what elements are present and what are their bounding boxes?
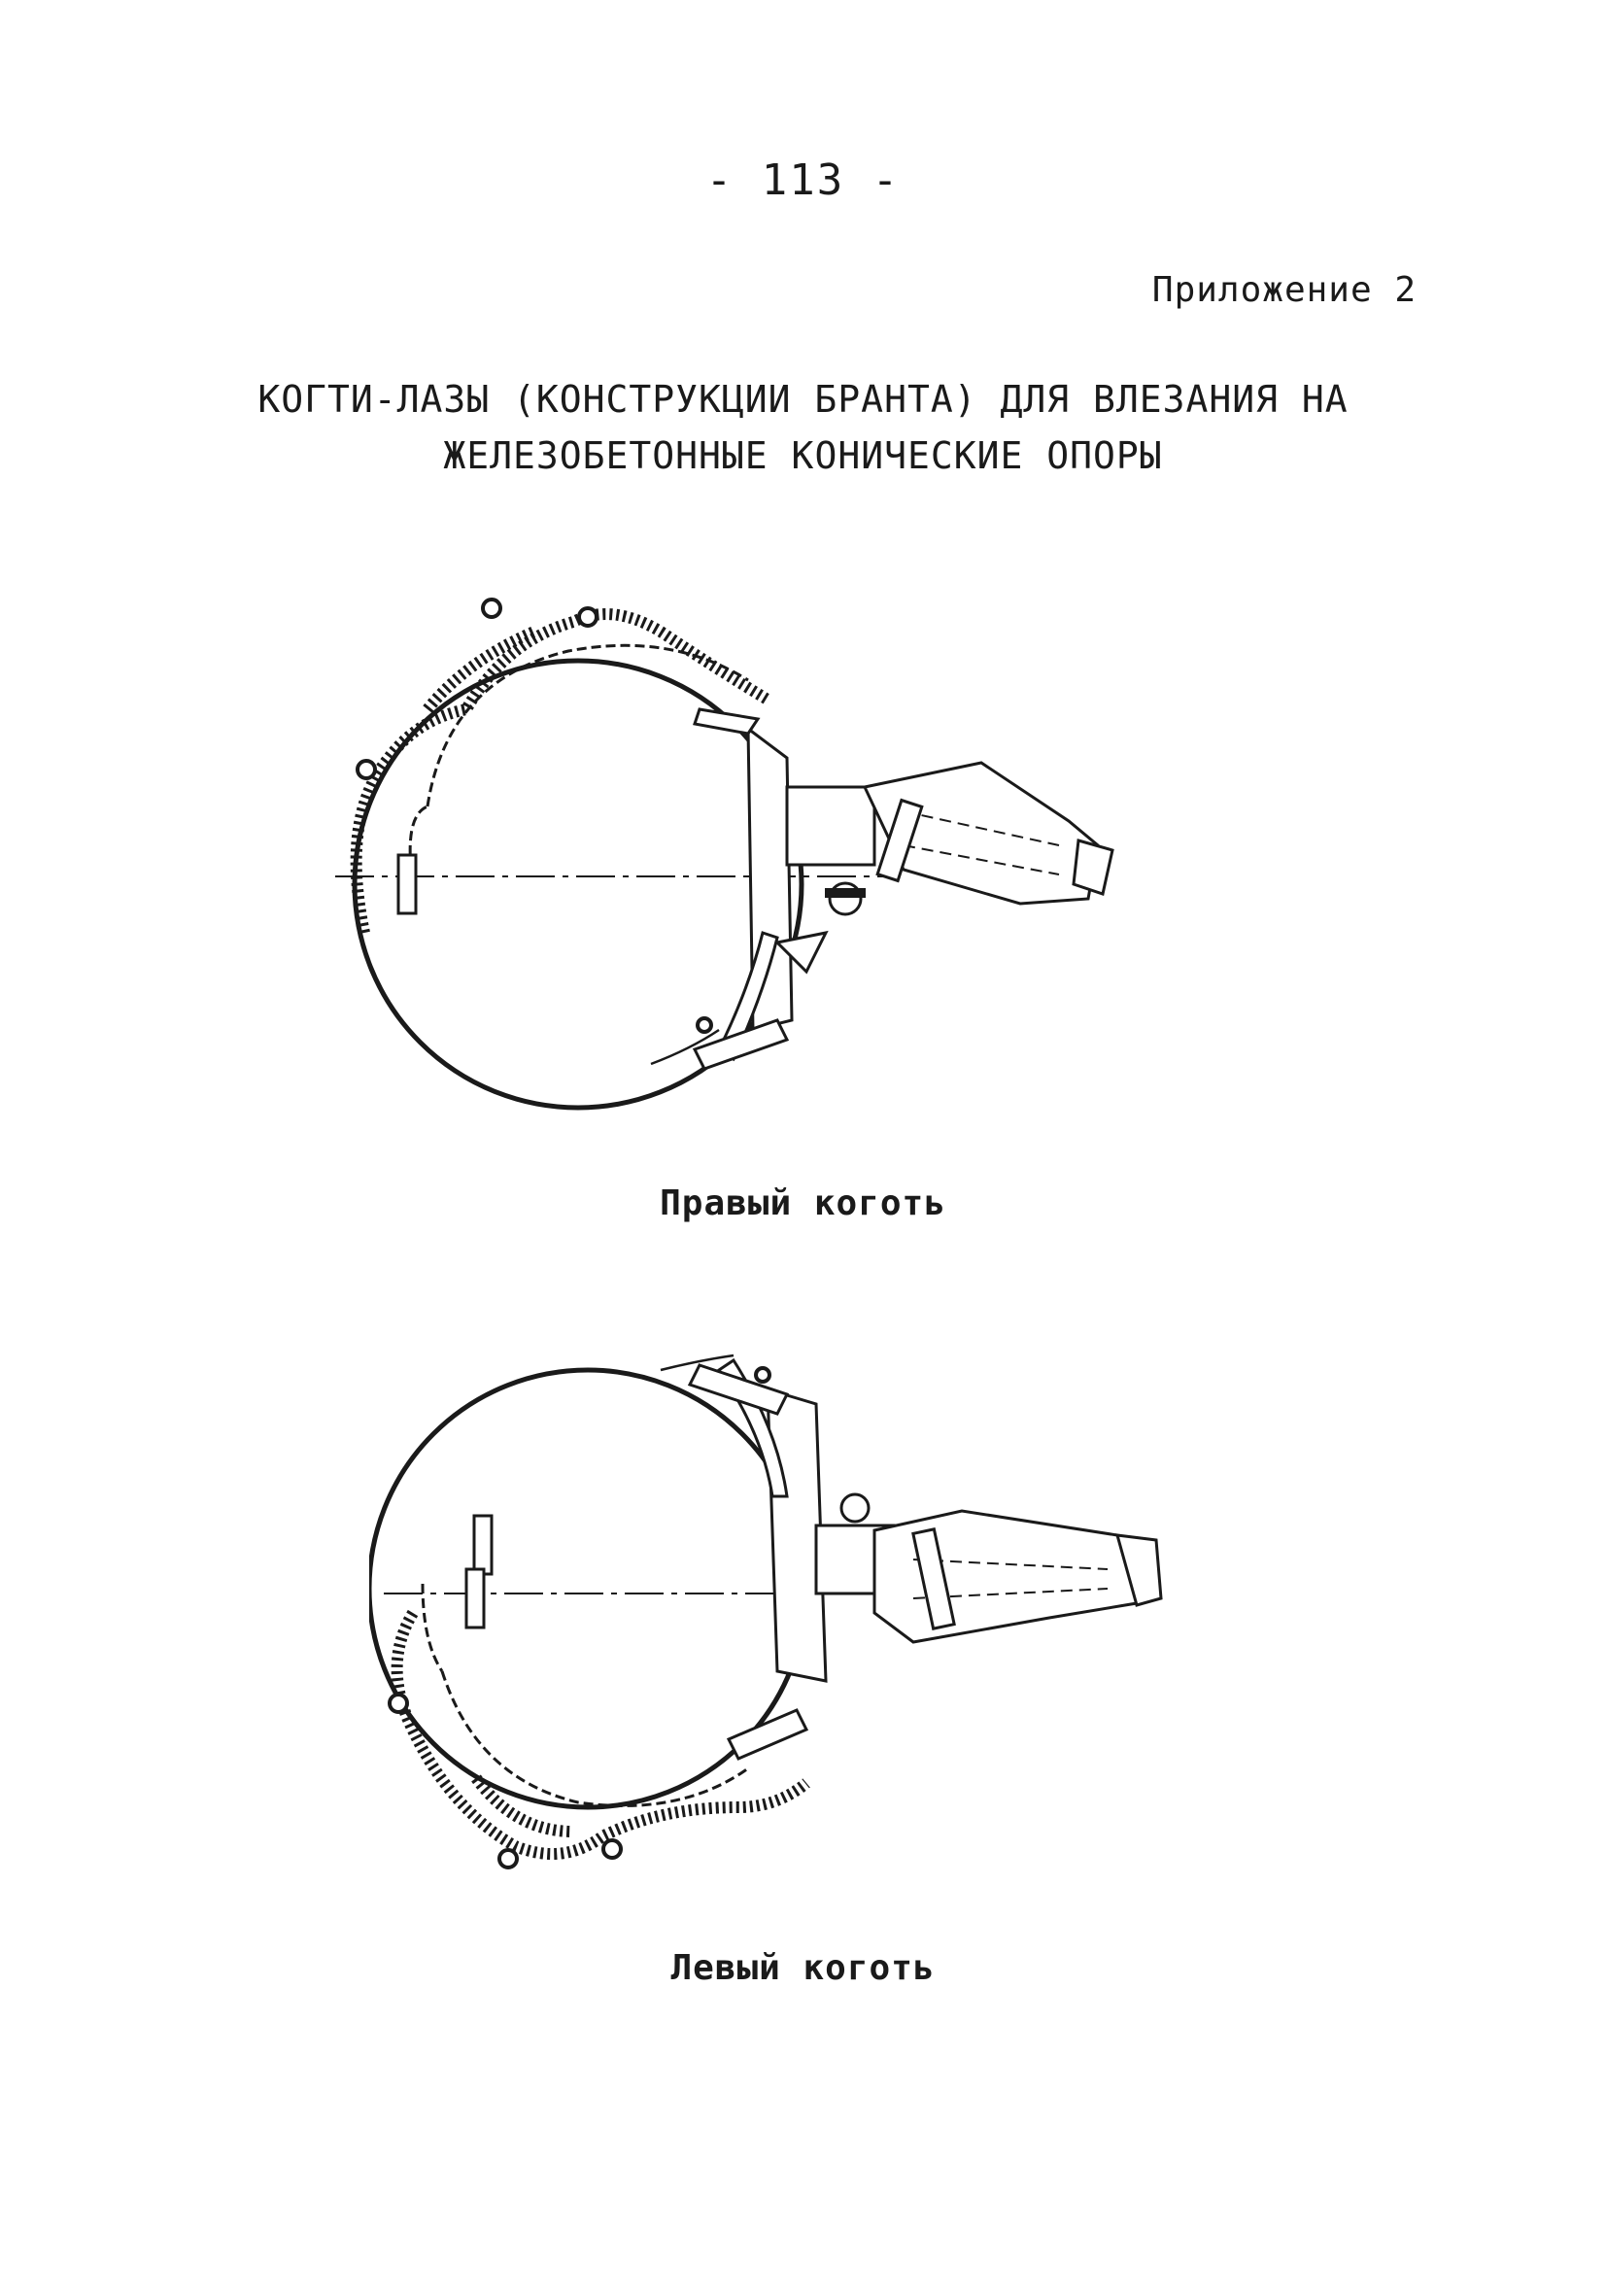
title-line-2: ЖЕЛЕЗОБЕТОННЫЕ КОНИЧЕСКИЕ ОПОРЫ (443, 434, 1163, 477)
bolt-head-2 (839, 1492, 871, 1524)
foot-end-2 (1114, 1533, 1163, 1607)
spring-upper (472, 1514, 494, 1576)
foot-tube-center-4 (912, 1588, 1109, 1599)
ring-left (356, 759, 377, 780)
spring-left (396, 853, 418, 915)
frame-plate-2 (766, 1387, 828, 1683)
foot-tube-center-3 (912, 1559, 1109, 1570)
rope-end-2 (660, 1354, 735, 1372)
chain-left (408, 805, 428, 885)
ring-upper-2 (754, 1366, 771, 1384)
ring-left-2 (388, 1693, 409, 1714)
right-claw-drawing (335, 598, 1114, 1111)
ring-lower (696, 1016, 713, 1034)
foot-tube-2 (872, 1509, 1148, 1644)
lower-prong-2 (726, 1708, 809, 1761)
ring-top-right (577, 606, 598, 628)
rope-end (650, 1028, 720, 1066)
chain-lower (440, 1670, 749, 1807)
ring-top-left (481, 598, 502, 619)
lower-shoe (717, 931, 779, 1062)
foot-end (1072, 839, 1114, 896)
left-claw-figure (369, 1351, 1321, 1914)
left-claw-caption: Левый коготь (670, 1948, 936, 1988)
chain-left-2 (421, 1583, 444, 1672)
foot-clamp-2 (911, 1527, 956, 1630)
spring-axis (464, 1567, 486, 1629)
outer-strap-2 (391, 1609, 810, 1860)
inner-strap (423, 626, 537, 713)
bolt-head (828, 881, 863, 916)
foot-clamp (875, 798, 924, 883)
foot-tube-center (903, 810, 1060, 846)
ring-bottom-left (497, 1848, 519, 1869)
lower-prong (692, 1018, 790, 1071)
document-title: КОГТИ-ЛАЗЫ (КОНСТРУКЦИИ БРАНТА) ДЛЯ ВЛЕЗ… (0, 371, 1606, 484)
right-claw-figure (321, 564, 1273, 1147)
bolt-housing (785, 785, 876, 867)
inner-strap-2 (471, 1774, 574, 1837)
title-line-1: КОГТИ-ЛАЗЫ (КОНСТРУКЦИИ БРАНТА) ДЛЯ ВЛЕЗ… (257, 378, 1349, 421)
bolt-bar (825, 888, 866, 898)
left-claw-drawing (369, 1354, 1163, 1869)
page-number: - 113 - (705, 155, 901, 205)
upper-prong (693, 707, 761, 736)
frame-lug (773, 930, 829, 975)
upper-prong-2 (687, 1363, 790, 1416)
ring-bottom-right (601, 1838, 623, 1860)
appendix-label: Приложение 2 (1151, 270, 1417, 310)
right-claw-caption: Правый коготь (660, 1183, 946, 1223)
foot-tube-center-2 (903, 844, 1060, 875)
outer-strap (350, 608, 771, 935)
